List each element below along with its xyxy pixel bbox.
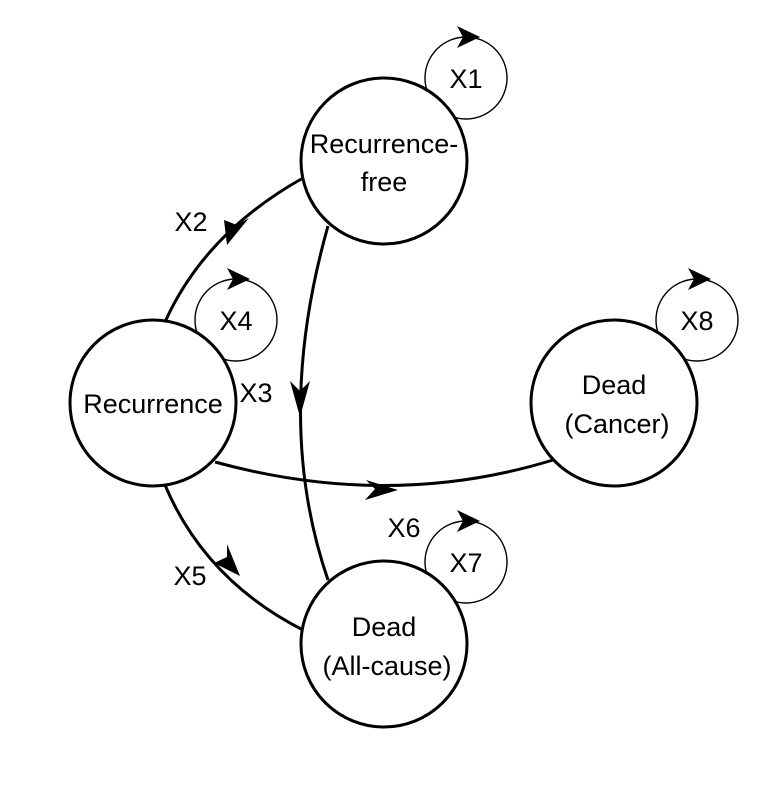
self-loop-x4: X4 [194,268,278,362]
node-dead-all-cause-circle [299,559,469,729]
node-recurrence-circle [68,318,238,488]
node-dead-cancer-label-line2: (Cancer) [564,409,669,439]
edge-x5-label: X5 [173,561,206,591]
edge-x6-arrowhead [365,480,398,500]
edge-x5: X5 [163,484,304,632]
node-recurrence-label: Recurrence [83,389,223,419]
node-dead-cancer-circle [529,318,699,488]
self-loop-x7-arrowhead [457,510,480,532]
edge-x2-label: X2 [174,207,207,237]
self-loop-x8: X8 [655,268,739,362]
node-dead-cancer: Dead (Cancer) [529,318,699,488]
self-loop-x4-arrowhead [227,268,250,290]
self-loop-x1-label: X1 [449,64,482,94]
node-recurrence-free: Recurrence- free [299,76,469,246]
edge-x3: X3 [239,225,330,581]
node-recurrence-free-circle [299,76,469,246]
self-loop-x1-arrowhead [457,26,480,48]
self-loop-x7: X7 [424,510,508,604]
edge-x3-label: X3 [239,378,272,408]
node-recurrence: Recurrence [68,318,238,488]
edge-x2-arrowhead [224,218,249,245]
node-dead-all-cause: Dead (All-cause) [299,559,469,729]
node-recurrence-free-label-line1: Recurrence- [310,129,459,159]
self-loop-x4-label: X4 [219,306,252,336]
edge-x3-arrowhead [290,381,310,417]
edge-x2: X2 [163,176,304,323]
self-loop-x8-arrowhead [688,268,711,290]
self-loop-x7-label: X7 [449,548,482,578]
node-dead-all-cause-label-line1: Dead [352,612,417,642]
self-loop-x8-label: X8 [680,306,713,336]
edge-x5-arrowhead [214,544,240,576]
edge-x5-line [163,484,304,632]
edge-x2-line [163,176,304,323]
edge-x6: X6 [214,458,554,543]
node-dead-cancer-label-line1: Dead [582,370,647,400]
self-loop-x1: X1 [424,26,508,120]
edge-x6-line [214,458,554,487]
edge-x3-line [299,225,330,581]
node-recurrence-free-label-line2: free [361,167,408,197]
node-dead-all-cause-label-line2: (All-cause) [322,651,451,681]
edge-x6-label: X6 [387,513,420,543]
